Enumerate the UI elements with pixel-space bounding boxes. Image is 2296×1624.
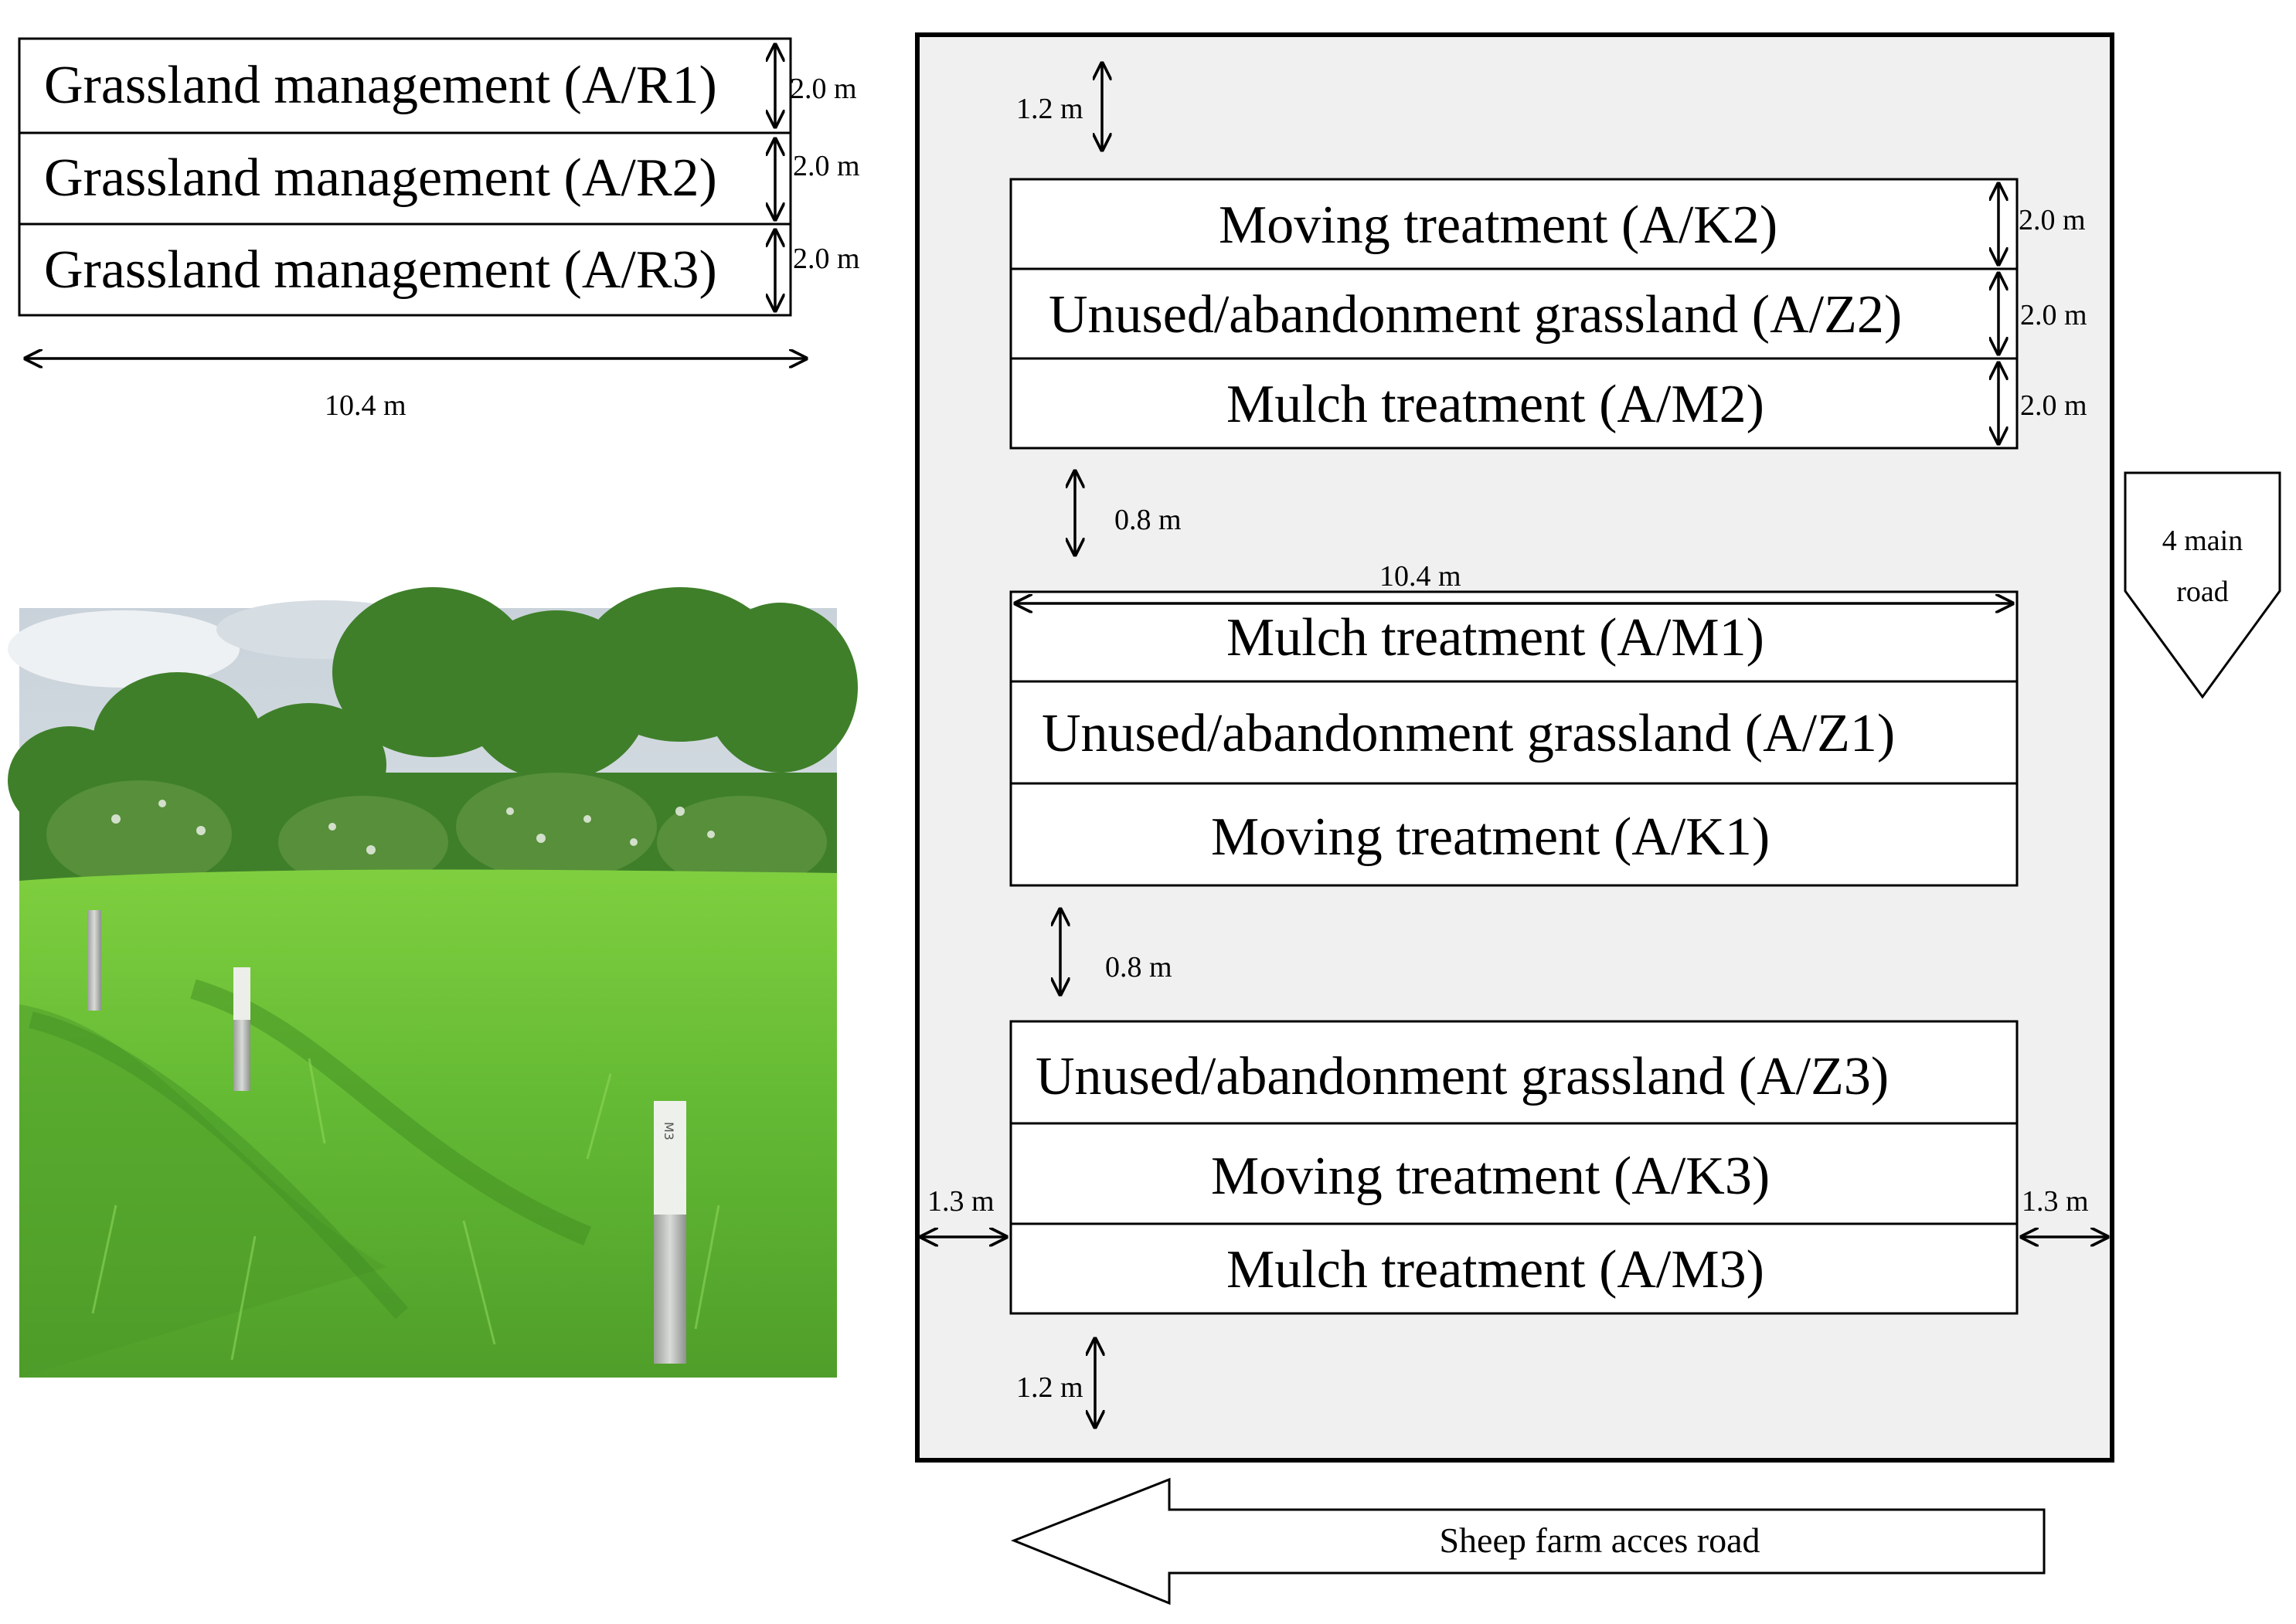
plot-block-3: Unused/abandonment grassland (A/Z3) Movi… [1009,1020,2019,1315]
plot-a-m1-label: Mulch treatment (A/M1) [1226,608,1764,668]
left-r2-width-label: 2.0 m [793,150,860,182]
plot-a-k3-label: Moving treatment (A/K3) [1211,1147,1770,1206]
plot-a-z1-label: Unused/abandonment grassland (A/Z1) [1042,704,1895,763]
gap2-label: 0.8 m [1105,951,1172,984]
plot-a-k1 [1009,782,2019,887]
field-photo: M3 [8,587,858,1378]
plot-a-z3-label: Unused/abandonment grassland (A/Z3) [1036,1047,1889,1106]
plot-a-z2 [1009,267,2019,360]
plot-a-m2 [1009,357,2019,450]
left-r1-width-label: 2.0 m [790,73,857,105]
plot-a-z1 [1009,680,2019,785]
left-plot-r2-label: Grassland management (A/R2) [44,148,717,208]
access-road-marker: Sheep farm acces road [1010,1477,2046,1605]
main-road-arrow-shape [2124,471,2281,699]
main-road-marker: 4 main road [2124,471,2281,699]
plot-a-k3 [1009,1122,2019,1225]
access-road-arrow-shape [1010,1477,2046,1605]
plot-a-m2-width-label: 2.0 m [2020,389,2087,422]
plot-a-k2-width-label: 2.0 m [2019,204,2086,236]
site-bottom-margin-label: 1.2 m [1016,1371,1083,1404]
plot-a-z3 [1009,1020,2019,1125]
plot-a-k2 [1009,178,2019,270]
left-margin-label: 1.3 m [927,1185,995,1218]
plot-a-m3-label: Mulch treatment (A/M3) [1226,1240,1764,1300]
marker-post-1 [87,910,101,1011]
plot-a-k2-label: Moving treatment (A/K2) [1219,195,1777,255]
left-plot-r3-label: Grassland management (A/R3) [44,240,717,300]
access-road-label: Sheep farm acces road [1439,1520,1760,1560]
plot-block-2: 10.4 m Mulch treatment (A/M1) Unused/aba… [1009,560,2019,887]
plot-a-m3 [1009,1222,2019,1315]
block-length-label: 10.4 m [1379,560,1461,593]
main-road-label-line2: road [2176,576,2229,608]
main-road-label-line1: 4 main [2162,525,2243,557]
plot-block-1: Moving treatment (A/K2) Unused/abandonme… [1009,178,2087,450]
left-plot-r1 [18,37,792,134]
experimental-site: 1.2 m Moving treatment (A/K2) Unused/aba… [915,32,2114,1463]
left-plot-group: Grassland management (A/R1) Grassland ma… [18,37,860,422]
left-length-label: 10.4 m [325,389,406,422]
plot-a-z2-label: Unused/abandonment grassland (A/Z2) [1049,285,1902,345]
left-plot-r3 [18,223,792,317]
plot-a-m2-label: Mulch treatment (A/M2) [1226,375,1764,434]
marker-post-3-label: M3 [662,1122,676,1140]
plot-a-k1-label: Moving treatment (A/K1) [1211,807,1770,867]
site-top-margin-label: 1.2 m [1016,93,1083,125]
gap1-label: 0.8 m [1114,504,1182,536]
right-margin-label: 1.3 m [2022,1185,2089,1218]
left-plot-r1-label: Grassland management (A/R1) [44,56,717,115]
left-plot-r2 [18,131,792,226]
left-r3-width-label: 2.0 m [793,243,860,275]
plot-a-z2-width-label: 2.0 m [2020,299,2087,331]
marker-posts: M3 [87,910,686,1364]
